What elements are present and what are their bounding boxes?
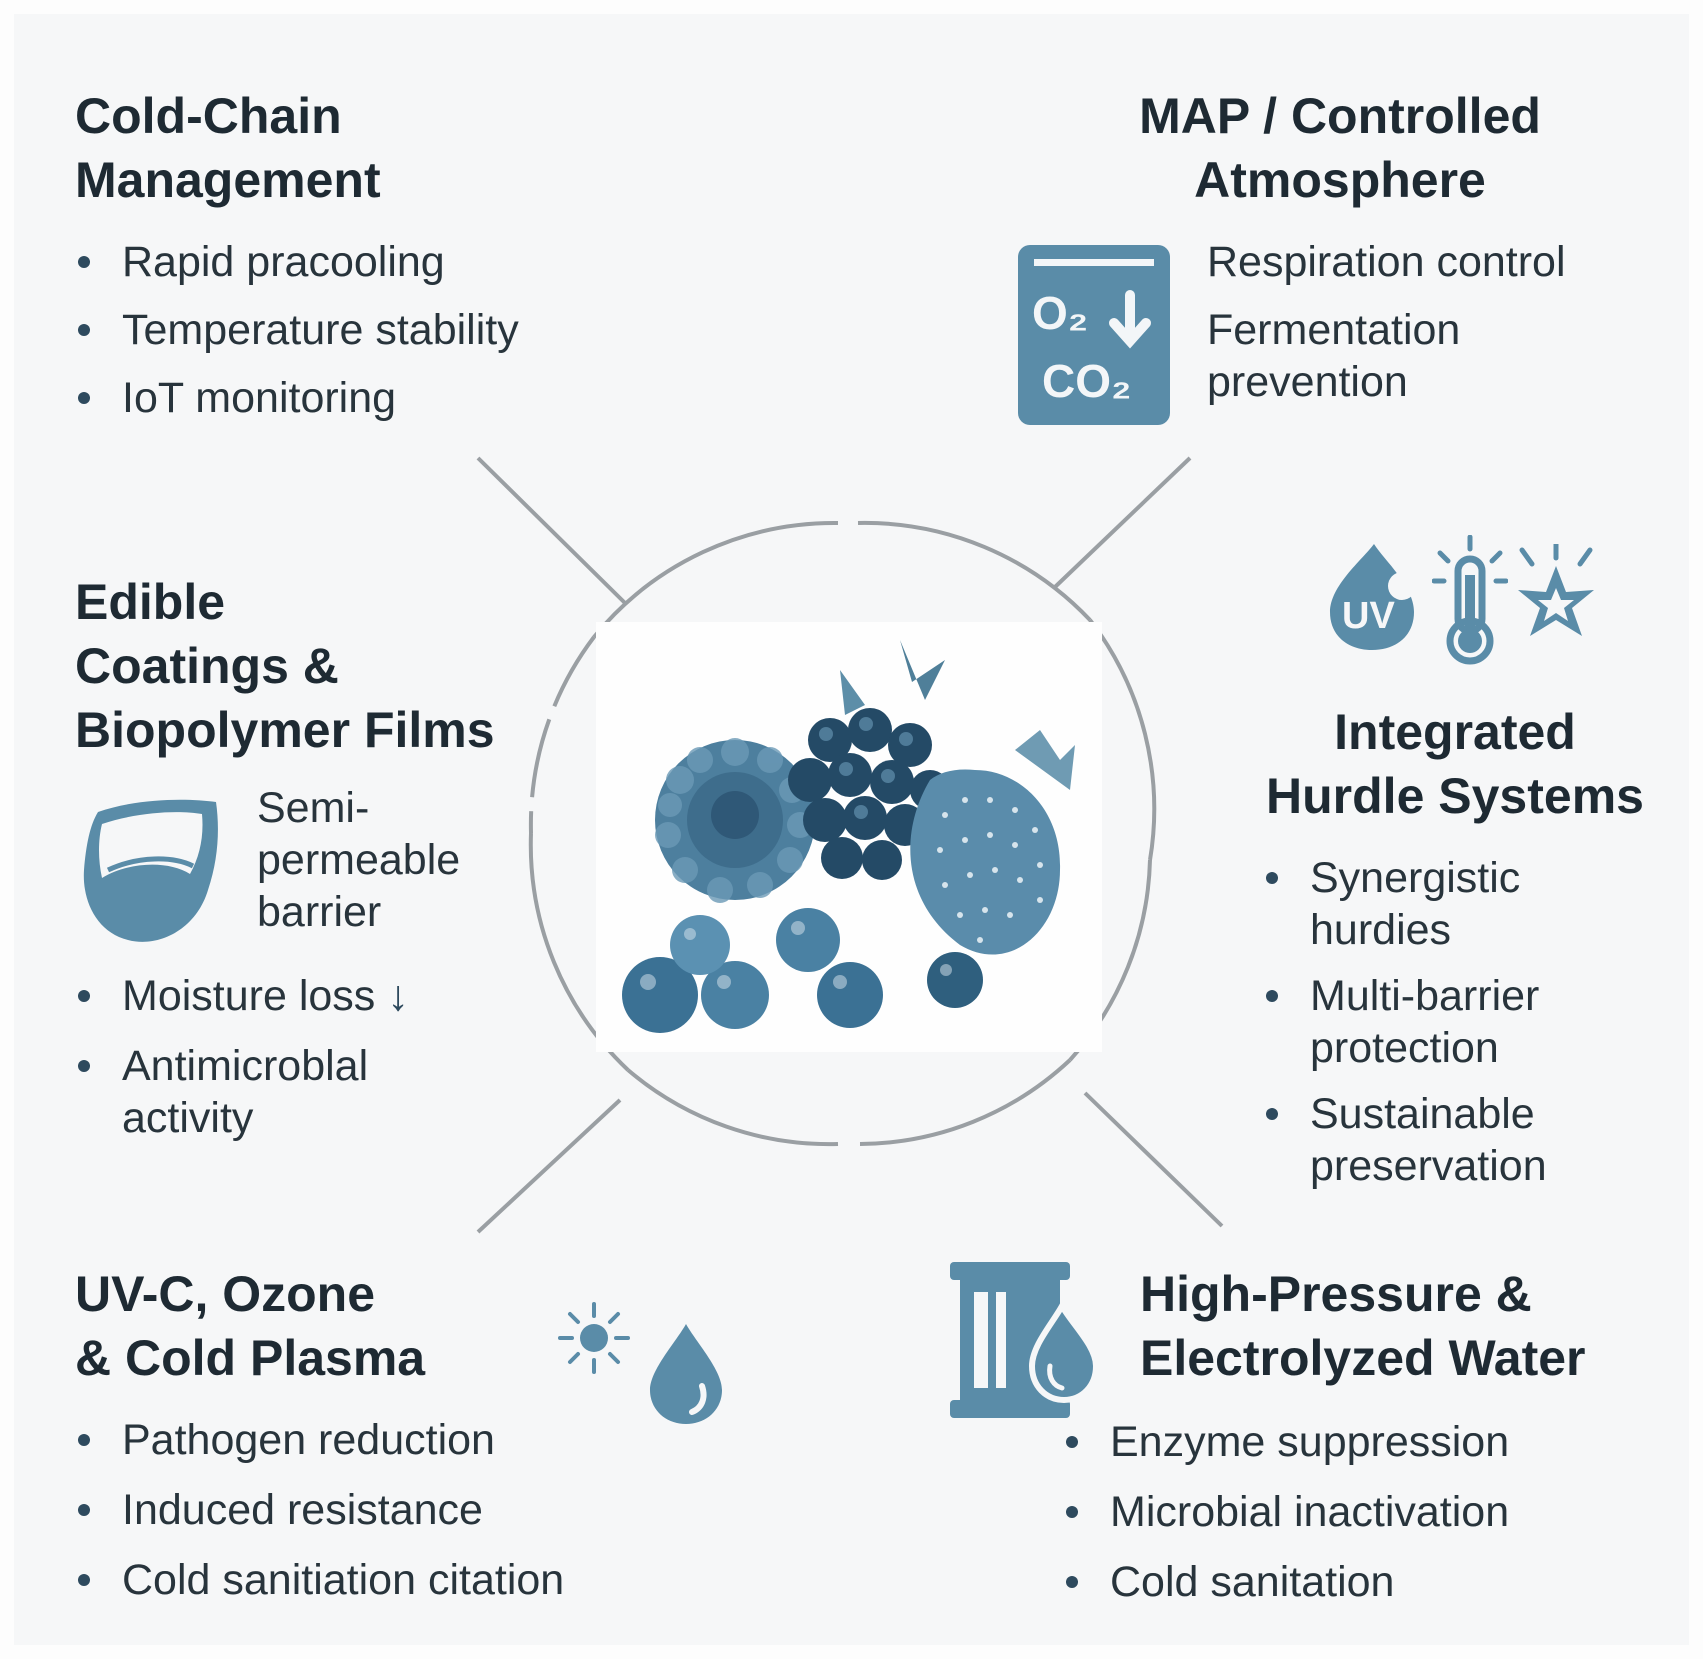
connector-top-left [476, 456, 627, 605]
svg-text:UV: UV [1342, 595, 1395, 637]
connector-bottom-right [1083, 1091, 1224, 1228]
edible-bullet-moisture: Moisture loss ↓ [76, 970, 409, 1022]
sun-icon [556, 1300, 632, 1376]
edible-moisture-text: Moisture loss [122, 972, 376, 1020]
edible-list: Moisture loss ↓ Antimicroblal activity [76, 970, 409, 1144]
gas-exchange-icon: O₂ CO₂ [1018, 245, 1170, 425]
uvc-bullet-pathogen: Pathogen reduction [76, 1414, 564, 1466]
uvc-list: Pathogen reduction Induced resistance Co… [76, 1414, 564, 1606]
hurdle-title: Integrated Hurdle Systems [1266, 704, 1644, 824]
hpp-bullet-microbial: Microbial inactivation [1064, 1486, 1509, 1538]
map-item-respiration: Respiration control [1207, 238, 1566, 286]
connector-bottom-left [476, 1098, 622, 1234]
uvc-bullet-sanitation: Cold sanitiation citation [76, 1554, 564, 1606]
hpp-list: Enzyme suppression Microbial inactivatio… [1064, 1416, 1509, 1608]
hurdle-list: Synergistic hurdies Multi-barrier protec… [1264, 852, 1547, 1192]
hurdle-bullet-multibarrier: Multi-barrier protection [1264, 970, 1547, 1074]
cold-chain-list: Rapid pracooling Temperature stability I… [76, 236, 519, 424]
thermometer-icon [1431, 534, 1509, 665]
map-title: MAP / Controlled Atmosphere [1139, 88, 1541, 208]
hpp-bullet-sanitation: Cold sanitation [1064, 1556, 1509, 1608]
edible-title: Edible Coatings & Biopolymer Films [75, 574, 495, 758]
hpp-bullet-enzyme: Enzyme suppression [1064, 1416, 1509, 1468]
down-arrow-icon: ↓ [387, 972, 409, 1020]
connector-top-right [1053, 456, 1192, 589]
cold-chain-bullet-iot: IoT monitoring [76, 372, 519, 424]
water-drop-icon [646, 1322, 726, 1426]
coating-drop-icon [78, 790, 226, 950]
berries-illustration [622, 640, 1075, 1033]
cold-chain-title: Cold-Chain Management [75, 88, 381, 208]
cold-chain-bullet-precooling: Rapid pracooling [76, 236, 519, 288]
hpp-title: High-Pressure & Electrolyzed Water [1140, 1266, 1586, 1386]
co2-label: CO₂ [1042, 355, 1131, 407]
uvc-bullet-resistance: Induced resistance [76, 1484, 564, 1536]
o2-label: O₂ [1032, 287, 1088, 339]
edible-barrier-label: Semi- permeable barrier [257, 784, 461, 936]
map-item-fermentation: Fermentation prevention [1207, 306, 1461, 406]
hurdle-bullet-synergistic: Synergistic hurdies [1264, 852, 1547, 956]
edible-bullet-antimicrobial: Antimicroblal activity [76, 1040, 409, 1144]
uvc-title: UV-C, Ozone & Cold Plasma [75, 1266, 426, 1386]
uv-drop-icon: UV [1322, 540, 1422, 652]
cold-chain-bullet-temperature: Temperature stability [76, 304, 519, 356]
spark-star-icon [1512, 541, 1600, 652]
pressure-vessel-icon [950, 1262, 1108, 1420]
hurdle-bullet-sustainable: Sustainable preservation [1264, 1088, 1547, 1192]
